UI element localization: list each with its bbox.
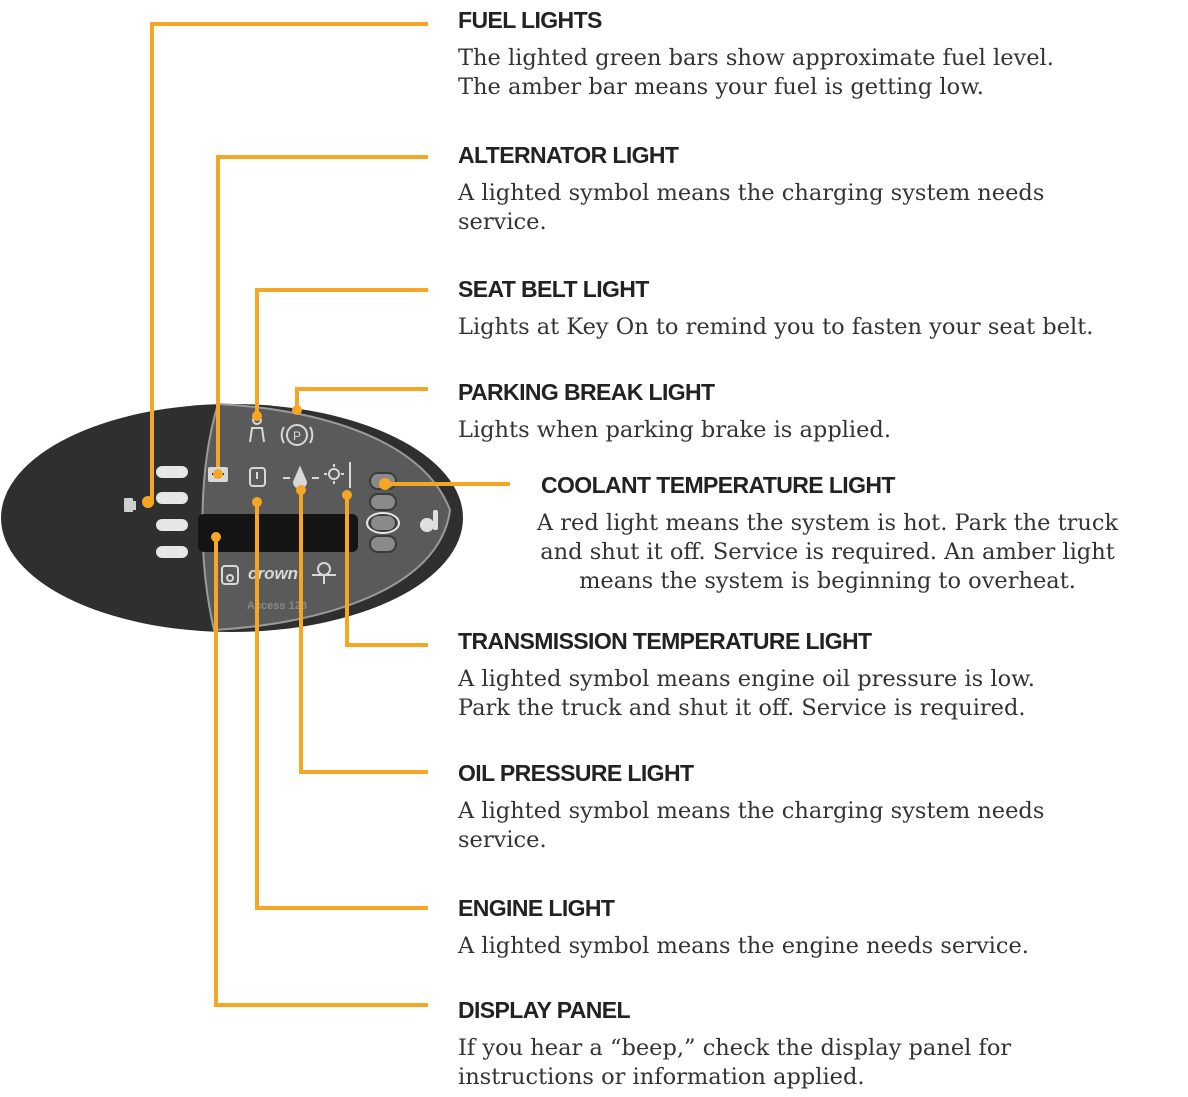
leader-lines xyxy=(148,22,510,1007)
brand-logo: crown xyxy=(248,564,298,583)
coolant-led-highlight xyxy=(366,512,400,534)
coolant-led-3 xyxy=(369,514,397,532)
leader-transmission xyxy=(345,495,428,647)
callout-seat-belt-light: SEAT BELT LIGHT Lights at Key On to remi… xyxy=(458,275,1188,342)
callout-title: SEAT BELT LIGHT xyxy=(458,276,649,302)
callout-description: If you hear a “beep,” check the display … xyxy=(458,1035,1012,1090)
fuel-bar-3 xyxy=(156,519,188,531)
coolant-led-2 xyxy=(369,493,397,511)
svg-text:P: P xyxy=(293,429,301,443)
fuel-bar-1 xyxy=(156,466,188,478)
callout-title: FUEL LIGHTS xyxy=(458,7,602,33)
callout-description: The lighted green bars show approximate … xyxy=(458,45,1054,100)
callout-description: Lights at Key On to remind you to fasten… xyxy=(458,314,1094,340)
coolant-temp-icon xyxy=(420,510,438,532)
callout-title: COOLANT TEMPERATURE LIGHT xyxy=(541,472,895,498)
leader-endpoints xyxy=(142,405,391,542)
leader-parking-brake xyxy=(295,387,428,412)
leader-alternator xyxy=(216,155,428,467)
callout-coolant-temperature-light: COOLANT TEMPERATURE LIGHT A red light me… xyxy=(470,471,1185,596)
leader-display xyxy=(214,537,428,1007)
engine-check-icon xyxy=(249,467,266,487)
callout-transmission-temperature-light: TRANSMISSION TEMPERATURE LIGHT A lighted… xyxy=(458,627,1178,723)
coolant-led-4 xyxy=(369,535,397,553)
callout-description: A lighted symbol means the engine needs … xyxy=(458,933,1029,959)
fuel-pump-icon xyxy=(124,498,136,512)
leader-engine xyxy=(255,502,428,910)
callout-description: A lighted symbol means the charging syst… xyxy=(458,798,1045,853)
instrument-panel: P xyxy=(1,402,463,632)
callout-title: PARKING BREAK LIGHT xyxy=(458,379,715,405)
display-window xyxy=(198,514,358,552)
callout-title: ALTERNATOR LIGHT xyxy=(458,142,679,168)
callout-description: A lighted symbol means the charging syst… xyxy=(458,180,1045,235)
callout-description: A lighted symbol means engine oil pressu… xyxy=(458,666,1035,721)
parking-brake-icon: P xyxy=(280,424,314,446)
callout-title: TRANSMISSION TEMPERATURE LIGHT xyxy=(458,628,872,654)
callout-oil-pressure-light: OIL PRESSURE LIGHT A lighted symbol mean… xyxy=(458,759,1158,855)
callout-description: A red light means the system is hot. Par… xyxy=(536,510,1119,594)
model-label: Access 123 xyxy=(247,600,307,612)
callout-title: OIL PRESSURE LIGHT xyxy=(458,760,694,786)
leader-seat-belt xyxy=(255,288,428,416)
callout-alternator-light: ALTERNATOR LIGHT A lighted symbol means … xyxy=(458,141,1158,237)
glow-plug-icon xyxy=(221,565,239,585)
callout-fuel-lights: FUEL LIGHTS The lighted green bars show … xyxy=(458,6,1178,102)
callout-display-panel: DISPLAY PANEL If you hear a “beep,” chec… xyxy=(458,996,1158,1092)
fuel-gauge-bars xyxy=(156,466,188,558)
leader-oil-pressure xyxy=(299,490,428,774)
callout-description: Lights when parking brake is applied. xyxy=(458,417,891,443)
callout-parking-brake-light: PARKING BREAK LIGHT Lights when parking … xyxy=(458,378,1158,445)
fuel-bar-4 xyxy=(156,546,188,558)
callout-title: ENGINE LIGHT xyxy=(458,895,615,921)
transmission-temp-icon xyxy=(324,462,351,488)
cooling-fan-icon xyxy=(312,562,336,584)
callout-title: DISPLAY PANEL xyxy=(458,997,631,1023)
callout-engine-light: ENGINE LIGHT A lighted symbol means the … xyxy=(458,894,1158,961)
fuel-bar-2 xyxy=(156,492,188,504)
